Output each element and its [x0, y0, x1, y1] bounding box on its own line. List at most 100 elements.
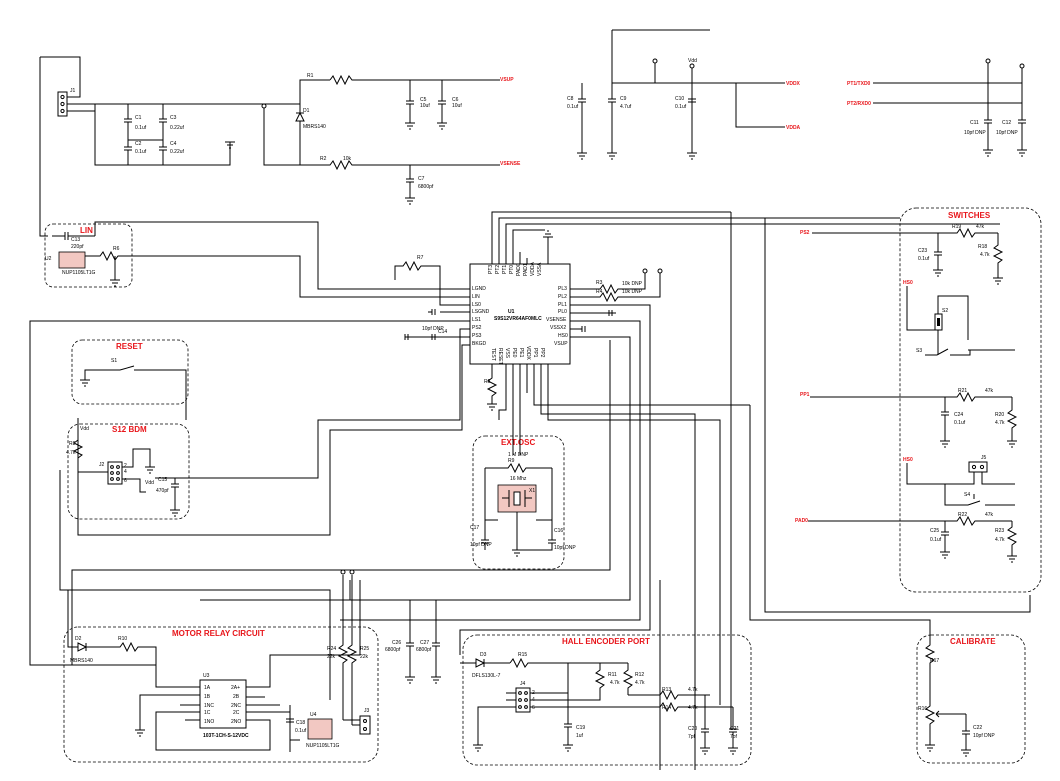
hall-encoder-section-box — [462, 634, 752, 766]
svg-text:PT3: PT3 — [488, 265, 494, 274]
svg-text:6800pf: 6800pf — [416, 647, 432, 653]
svg-text:NUP1105LT1G: NUP1105LT1G — [62, 270, 96, 276]
svg-text:C18: C18 — [296, 720, 305, 726]
svg-text:LIN: LIN — [472, 294, 480, 300]
svg-text:0.1uf: 0.1uf — [567, 104, 579, 110]
svg-text:PAD1: PAD1 — [523, 263, 529, 276]
svg-text:220pf: 220pf — [71, 244, 84, 250]
svg-text:R24: R24 — [327, 646, 336, 652]
ground-icon — [225, 141, 235, 149]
cap-c24: C24 0.1uf — [940, 397, 966, 448]
switch-s2: S2 — [934, 295, 969, 340]
svg-text:PP1: PP1 — [532, 348, 538, 358]
net-vdda-label: VDDA — [786, 125, 801, 131]
svg-text:0.1uf: 0.1uf — [930, 537, 942, 543]
svg-text:C2: C2 — [135, 141, 142, 147]
svg-text:RESET: RESET — [497, 348, 503, 365]
svg-text:LGND: LGND — [472, 286, 486, 292]
svg-text:R12: R12 — [635, 672, 644, 678]
svg-text:S2: S2 — [942, 308, 948, 314]
calibrate-section-box — [916, 634, 1026, 764]
svg-text:J3: J3 — [364, 708, 370, 714]
net-hs0-label-1: HS0 — [903, 280, 913, 286]
svg-text:470pf: 470pf — [156, 488, 169, 494]
svg-text:U2: U2 — [45, 256, 52, 262]
svg-text:10uf: 10uf — [420, 103, 430, 109]
svg-text:C24: C24 — [954, 412, 963, 418]
svg-text:VSSX2: VSSX2 — [550, 325, 566, 331]
extosc-section-title: EXT.OSC — [501, 438, 535, 447]
net-ps2-label: PS2 — [800, 230, 810, 236]
svg-text:1NO: 1NO — [204, 719, 214, 725]
resistor-r15: R15 — [509, 652, 628, 669]
svg-text:10uf: 10uf — [452, 103, 462, 109]
svg-text:4.7k: 4.7k — [66, 450, 76, 456]
svg-text:S3: S3 — [916, 348, 922, 354]
svg-text:R10: R10 — [118, 636, 127, 642]
svg-text:16 Mhz: 16 Mhz — [510, 476, 527, 482]
svg-text:0.1uf: 0.1uf — [295, 728, 307, 734]
svg-text:4.7k: 4.7k — [635, 680, 645, 686]
svg-text:C14: C14 — [438, 329, 447, 335]
switch-s4: S4 — [944, 484, 1015, 506]
svg-text:R16: R16 — [918, 706, 927, 712]
svg-text:1A: 1A — [204, 685, 211, 691]
svg-text:U4: U4 — [310, 712, 317, 718]
svg-text:C11: C11 — [970, 120, 979, 126]
svg-text:0.1uf: 0.1uf — [954, 420, 966, 426]
calibrate-section-title: CALIBRATE — [950, 637, 996, 646]
svg-text:1B: 1B — [204, 694, 211, 700]
svg-text:C22: C22 — [973, 725, 982, 731]
svg-text:0.22uf: 0.22uf — [170, 149, 185, 155]
svg-text:VDDX: VDDX — [525, 346, 531, 361]
svg-text:C15: C15 — [158, 477, 167, 483]
resistor-r6: R6 — [85, 246, 470, 298]
svg-text:PAD0: PAD0 — [516, 263, 522, 276]
cap-c4: C40.22uf — [159, 140, 185, 165]
svg-text:VSS: VSS — [504, 348, 510, 359]
svg-text:103T-1CH-S-12VDC: 103T-1CH-S-12VDC — [203, 733, 249, 739]
s12bdm-section-box — [67, 423, 190, 520]
svg-text:1NC: 1NC — [204, 703, 214, 709]
svg-text:R17: R17 — [930, 658, 939, 664]
svg-text:VSENSE: VSENSE — [546, 317, 567, 323]
resistor-r7: R7 — [394, 255, 470, 306]
net-pad0-label: PAD0 — [795, 518, 808, 524]
net-vsense-label: VSENSE — [500, 161, 521, 167]
svg-text:4.7k: 4.7k — [688, 687, 698, 693]
connector-j2: J2 2 4 6 — [99, 461, 127, 485]
svg-text:0.22uf: 0.22uf — [170, 125, 185, 131]
cap-c18: C18 0.1uf — [286, 705, 307, 752]
svg-text:R2: R2 — [320, 156, 327, 162]
svg-text:0.1uf: 0.1uf — [675, 104, 687, 110]
lin-section-title: LIN — [80, 226, 93, 235]
svg-text:R13: R13 — [662, 687, 671, 693]
svg-text:PS2: PS2 — [472, 325, 482, 331]
svg-text:0.1uf: 0.1uf — [918, 256, 930, 262]
svg-text:R9: R9 — [508, 458, 515, 464]
svg-text:10pf DNP: 10pf DNP — [470, 542, 492, 548]
svg-text:4.7uf: 4.7uf — [620, 104, 632, 110]
svg-text:MBRS140: MBRS140 — [70, 658, 93, 664]
svg-text:R11: R11 — [608, 672, 617, 678]
svg-text:22k: 22k — [360, 654, 369, 660]
svg-text:1C: 1C — [204, 710, 211, 716]
svg-text:PP2: PP2 — [539, 348, 545, 358]
switch-s3: S3 — [916, 348, 971, 356]
